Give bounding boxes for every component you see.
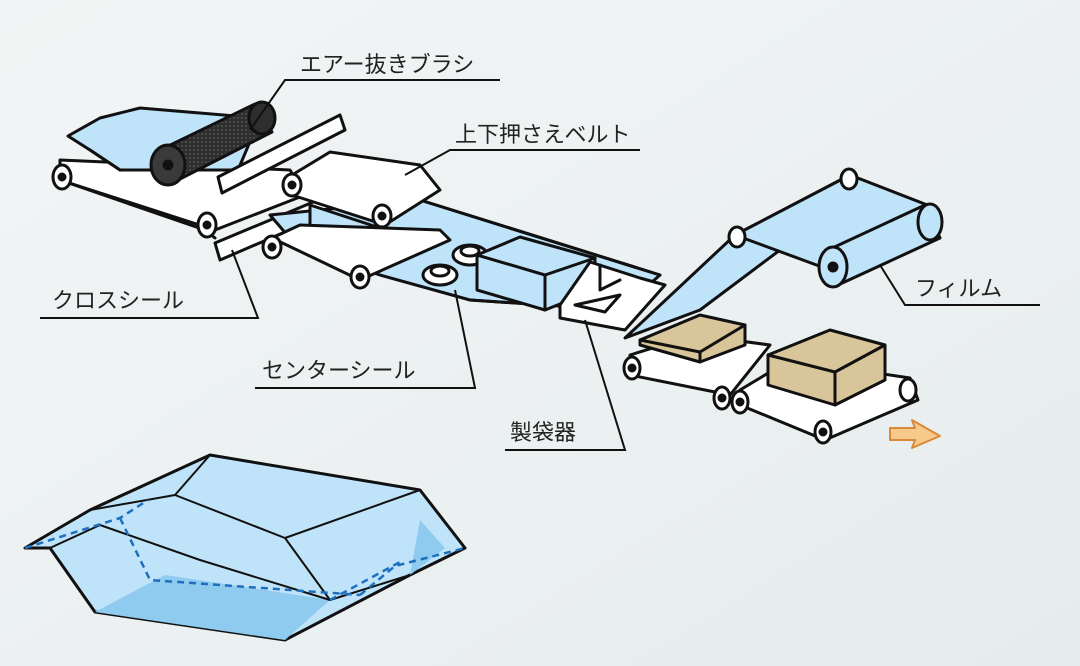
tube-product [475, 235, 597, 312]
label-center-seal: センターシール [262, 359, 416, 384]
center-seal-rollers [421, 243, 489, 287]
air-brush-roller [149, 100, 277, 187]
label-cross-seal: クロスシール [52, 289, 184, 314]
label-belt: 上下押さえベルト [455, 123, 631, 148]
label-air-brush: エアー抜きブラシ [300, 53, 474, 78]
feed-direction-arrow [889, 419, 941, 449]
film-roll [817, 202, 944, 289]
leader-bag-former [505, 319, 627, 451]
hold-belt [261, 150, 452, 290]
film-feed [623, 167, 937, 340]
leader-lines [40, 79, 1040, 451]
leader-film [879, 264, 1040, 306]
label-film: フィルム [915, 277, 1002, 302]
product-box-2 [766, 328, 887, 407]
label-bag-former: 製袋器 [510, 421, 576, 446]
pillow-package-illustration [23, 453, 467, 642]
product-box-1 [638, 313, 747, 364]
leader-belt [404, 149, 640, 176]
bag-former [558, 260, 667, 332]
leader-air-brush [249, 79, 500, 131]
leader-center-seal [255, 289, 477, 389]
leader-cross-seal [40, 249, 260, 319]
